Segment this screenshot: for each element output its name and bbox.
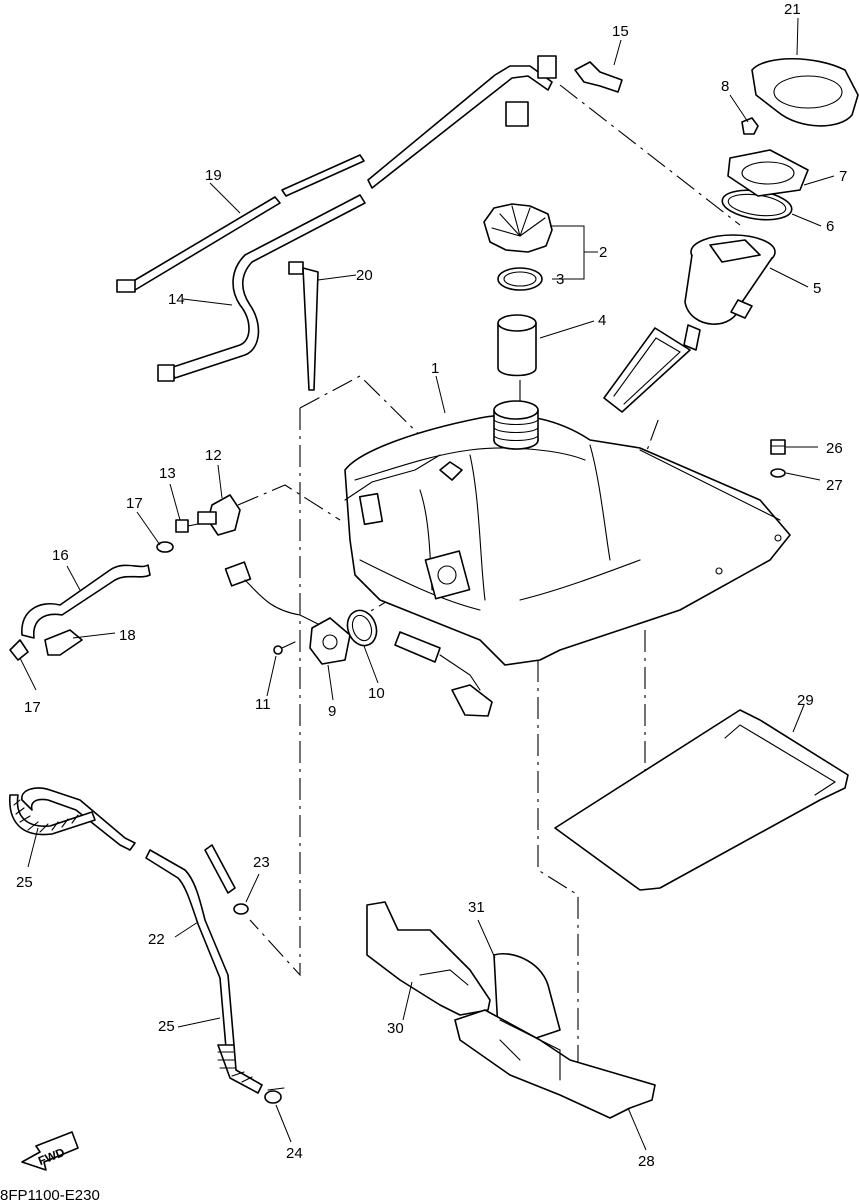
breather-hose-14	[157, 55, 557, 382]
callout-15: 15	[612, 23, 629, 40]
drawing-code: 8FP1100-E230	[0, 1187, 100, 1203]
fuel-cap	[483, 203, 553, 253]
callout-11: 11	[255, 696, 271, 713]
sender-float	[394, 631, 493, 717]
cap-gasket	[497, 267, 543, 291]
sender-screw	[273, 641, 296, 655]
callout-23: 23	[253, 854, 270, 871]
callout-17a: 17	[126, 495, 143, 512]
heat-shield-29	[554, 709, 849, 891]
callout-16: 16	[52, 547, 69, 564]
callout-8: 8	[721, 78, 729, 95]
clip-23	[233, 903, 249, 915]
fuel-hose-16	[21, 564, 151, 639]
corrugated-hose-upper	[9, 794, 96, 836]
pump-cover	[751, 58, 859, 127]
washer-27	[770, 468, 786, 478]
callout-12: 12	[205, 447, 222, 464]
callout-22: 22	[148, 931, 165, 948]
sender-unit	[309, 617, 351, 665]
fuel-pump	[603, 234, 776, 413]
callout-25a: 25	[16, 874, 33, 891]
callout-2: 2	[599, 244, 607, 261]
callout-19: 19	[205, 167, 222, 184]
screw-13	[175, 519, 199, 533]
callout-10: 10	[368, 685, 385, 702]
corrugated-hose-lower	[217, 1044, 263, 1094]
clip-24	[264, 1087, 285, 1104]
hose-clip-lower	[9, 639, 29, 661]
callout-29: 29	[797, 692, 814, 709]
callouts: 1 2 3 4 5 6 7 8 9 10 11 12 13 14 15 16 1…	[16, 1, 847, 1170]
callout-6: 6	[826, 218, 834, 235]
callout-25b: 25	[158, 1018, 175, 1035]
callout-1: 1	[431, 360, 439, 377]
hose-clamp-18	[44, 629, 83, 656]
callout-14: 14	[168, 291, 185, 308]
leader-lines	[19, 17, 835, 1151]
fuel-tank	[344, 400, 791, 666]
callout-7: 7	[839, 168, 847, 185]
hose-clip-upper	[156, 541, 174, 553]
callout-13: 13	[159, 465, 176, 482]
callout-17b: 17	[24, 699, 41, 716]
cable-tie	[288, 261, 319, 391]
callout-18: 18	[119, 627, 136, 644]
callout-5: 5	[813, 280, 821, 297]
filler-tube	[497, 314, 537, 377]
sender-harness	[224, 561, 321, 626]
heat-shield-31	[493, 953, 561, 1041]
callout-28: 28	[638, 1153, 655, 1170]
sender-gasket	[346, 609, 378, 647]
callout-4: 4	[598, 312, 606, 329]
clamp-15	[574, 61, 623, 93]
heat-shield-30	[366, 901, 491, 1016]
fuel-cock	[197, 494, 241, 536]
callout-27: 27	[826, 477, 843, 494]
breather-hose-19	[116, 65, 553, 293]
heat-shield-28	[454, 1009, 656, 1119]
callout-24: 24	[286, 1145, 303, 1162]
callout-3: 3	[556, 271, 564, 288]
callout-26: 26	[826, 440, 843, 457]
callout-31: 31	[468, 899, 485, 916]
pump-retainer-plate	[727, 149, 809, 197]
drain-hose-22	[21, 787, 236, 1049]
callout-21: 21	[784, 1, 801, 18]
callout-9: 9	[328, 703, 336, 720]
callout-30: 30	[387, 1020, 404, 1037]
forward-arrow-icon: FWD	[21, 1131, 79, 1171]
nut	[741, 117, 759, 135]
callout-20: 20	[356, 267, 373, 284]
bolt-26	[770, 439, 786, 455]
